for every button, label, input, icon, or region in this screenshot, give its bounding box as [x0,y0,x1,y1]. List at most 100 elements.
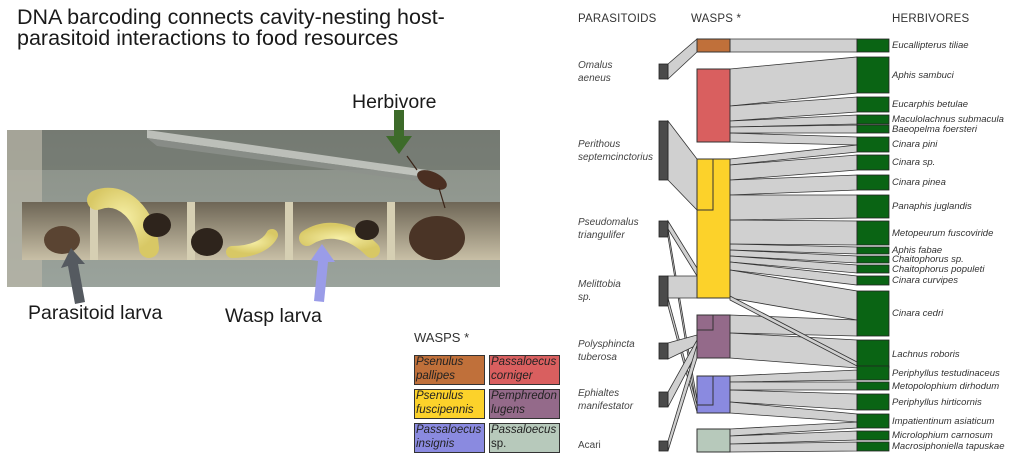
herbivore-node-metopeurum-fuscoviride [856,220,890,246]
header-wasps: WASPS * [691,13,742,25]
herbivore-node-eucarphis-betulae [856,96,890,113]
parasitoid-node-omalus [658,63,669,80]
herbivore-label-cinara-pinea: Cinara pinea [892,177,946,188]
parasitoid-node-polysphincta [658,342,669,360]
herbivore-node-panaphis-juglandis [856,194,890,219]
herbivore-label-metopeurum-fuscoviride: Metopeurum fuscoviride [892,227,994,239]
herbivore-node-aphis-fabae [856,246,890,255]
herbivore-label-cinara-pini: Cinara pini [892,139,938,150]
link-wasp-1-herbivore-5 [729,132,858,146]
herbivore-remains [409,216,465,260]
parasitoid-larva-label: Parasitoid larva [28,302,163,324]
header-herbivores: HERBIVORES [892,13,970,25]
parasitoid-node-pseudomalus [658,220,669,238]
link-wasp-2-herbivore-8 [729,194,858,221]
herbivore-node-macrosiphoniella-tapuskae [856,441,890,452]
herbivore-node-cinara-pini [856,136,890,153]
herbivore-node-chaitophorus-populeti [856,264,890,274]
wasp-node-passaloecus-corniger [696,68,731,143]
herbivore-label-impatientinum-asiaticum: Impatientinum asiaticum [892,415,995,427]
herbivore-label-eucarphis-betulae: Eucarphis betulae [892,99,969,110]
wasp-arrow-icon [311,244,335,302]
herbivore-label-cinara-sp: Cinara sp. [892,157,936,168]
link-parasitoid-1-wasp-2 [667,119,698,211]
herbivore-node-cinara-sp [856,154,890,171]
parasitoid-node-melittobia [658,275,669,307]
parasitoid-arrow-icon [61,248,85,304]
parasitoid-node-acari [658,440,669,452]
wasp-larva-1 [87,187,159,258]
wasp-node-psenulus-pallipes [696,38,731,53]
herbivore-arrow-icon [386,110,412,154]
herbivore-node-eucallipterus-tiliae [856,38,890,53]
link-parasitoid-2-wasp-2 [667,219,698,278]
herbivore-node-periphyllus-testudinaceus [856,365,890,381]
link-wasp-4-herbivore-16 [729,369,858,383]
herbivore-node-impatientinum-asiaticum [856,413,890,429]
wasp-node-passaloecus-sp [696,428,731,453]
link-wasp-0-herbivore-0 [729,38,858,53]
parasitoid-label-acari: Acari [578,440,601,451]
nest-photo [7,130,500,287]
herbivore-node-periphyllus-hirticornis [856,393,890,411]
herbivore-node-aphis-sambuci [856,56,890,94]
herbivore-label-periphyllus-hirticornis: Periphyllus hirticornis [892,396,982,408]
herbivore-node-microlophium-carnosum [856,430,890,441]
herbivore-label-maculolachnus-submacula: Maculolachnus submacula [892,114,1004,125]
parasitoid-node-perithous [658,120,669,181]
herbivore-node-metopolophium-dirhodum [856,381,890,391]
link-parasitoid-0-wasp-0 [667,38,698,80]
link-wasp-3-herbivore-15 [729,332,858,369]
herbivore-node-maculolachnus-submacula [856,114,890,125]
herbivore-node-lachnus-roboris [856,339,890,369]
legend-title: WASPS * [414,330,470,345]
herbivore-label-chaitophorus-sp: Chaitophorus sp. [892,254,964,265]
herbivore-label-eucallipterus-tiliae: Eucallipterus tiliae [892,40,969,51]
link-wasp-5-herbivore-21 [729,441,858,453]
herbivore-node-cinara-cedri [856,290,890,337]
parasitoid-node-ephialtes [658,391,669,408]
herbivore-label-metopolophium-dirhodum: Metopolophium dirhodum [892,380,1000,392]
herbivore-label-baeopelma-foersteri: Baeopelma foersteri [892,123,978,135]
herbivore-label-lachnus-roboris: Lachnus roboris [892,348,960,360]
wasp-subnode-insignis [696,375,714,406]
herbivore-label-microlophium-carnosum: Microlophium carnosum [892,430,993,441]
parasitoid-larva [44,226,80,254]
herbivore-label-periphyllus-testudinaceus: Periphyllus testudinaceus [892,367,1000,379]
herbivore-label-chaitophorus-populeti: Chaitophorus populeti [892,263,985,275]
slide-title: DNA barcoding connects cavity-nesting ho… [17,5,445,50]
wasp-subnode-lugens [696,314,714,331]
herbivore-node-cinara-curvipes [856,275,890,286]
wasp-subnode-fuscipennis [696,158,714,211]
herbivore-label: Herbivore [352,91,437,113]
herbivore-label-aphis-fabae: Aphis fabae [892,245,943,256]
link-wasp-4-herbivore-17 [729,381,858,391]
tweezers [147,130,432,178]
wasp-larva-label: Wasp larva [225,305,322,327]
herbivore-node-baeopelma-foersteri [856,124,890,134]
header-parasitoids: PARASITOIDS [578,13,657,25]
herbivore-label-panaphis-juglandis: Panaphis juglandis [892,201,972,212]
herbivore-label-cinara-curvipes: Cinara curvipes [892,275,958,286]
link-wasp-2-herbivore-9 [729,219,858,246]
herbivore-label-aphis-sambuci: Aphis sambuci [892,69,954,81]
wasp-larva-2 [299,222,380,258]
herbivore-node-cinara-pinea [856,174,890,191]
herbivore-node-chaitophorus-sp [856,255,890,264]
link-parasitoid-3-wasp-2 [667,275,698,299]
herbivore-insect [417,170,447,190]
nest-photo-illustration [7,130,500,287]
herbivore-label-macrosiphoniella-tapuskae: Macrosiphoniella tapuskae [892,441,1005,452]
